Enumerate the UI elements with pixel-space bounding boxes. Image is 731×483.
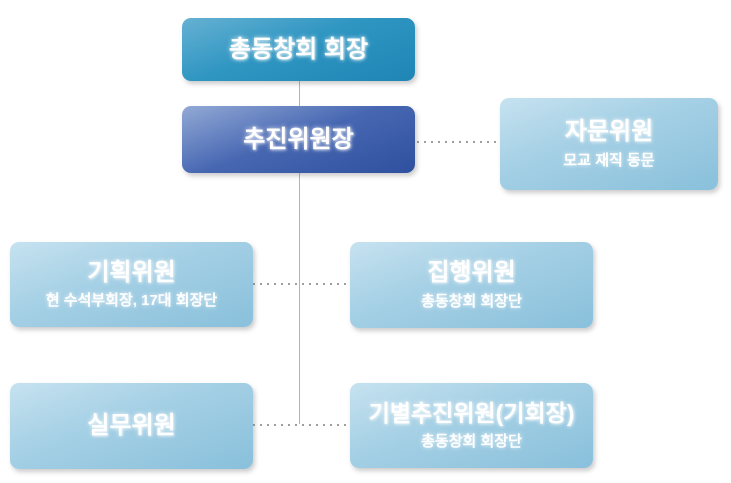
connector-chair-to-advisory	[417, 141, 500, 143]
node-promotion-committee-chair: 추진위원장	[182, 106, 415, 173]
node-title: 집행위원	[427, 259, 516, 287]
node-title: 실무위원	[87, 412, 176, 440]
connector-chair-trunk	[299, 173, 300, 424]
node-alumni-association-president: 총동창회 회장	[182, 18, 415, 81]
connector-chairman-to-chair	[299, 81, 300, 106]
node-title: 총동창회 회장	[228, 35, 369, 63]
node-advisory-committee: 자문위원 모교 재직 동문	[500, 98, 718, 190]
node-subtitle: 총동창회 회장단	[421, 432, 522, 450]
connector-working-to-class	[253, 424, 350, 426]
node-subtitle: 총동창회 회장단	[421, 292, 522, 310]
node-title: 기별추진위원(기회장)	[368, 400, 575, 427]
connector-planning-to-executive	[253, 283, 350, 285]
node-class-promotion-committee: 기별추진위원(기회장) 총동창회 회장단	[350, 383, 593, 468]
node-title: 자문위원	[564, 118, 654, 146]
node-working-committee: 실무위원	[10, 383, 253, 469]
node-subtitle: 모교 재직 동문	[563, 151, 655, 169]
node-title: 추진위원장	[243, 125, 354, 153]
node-executive-committee: 집행위원 총동창회 회장단	[350, 242, 593, 328]
node-title: 기획위원	[87, 258, 176, 286]
node-subtitle: 현 수석부회장, 17대 회장단	[45, 292, 218, 310]
node-planning-committee: 기획위원 현 수석부회장, 17대 회장단	[10, 242, 253, 327]
